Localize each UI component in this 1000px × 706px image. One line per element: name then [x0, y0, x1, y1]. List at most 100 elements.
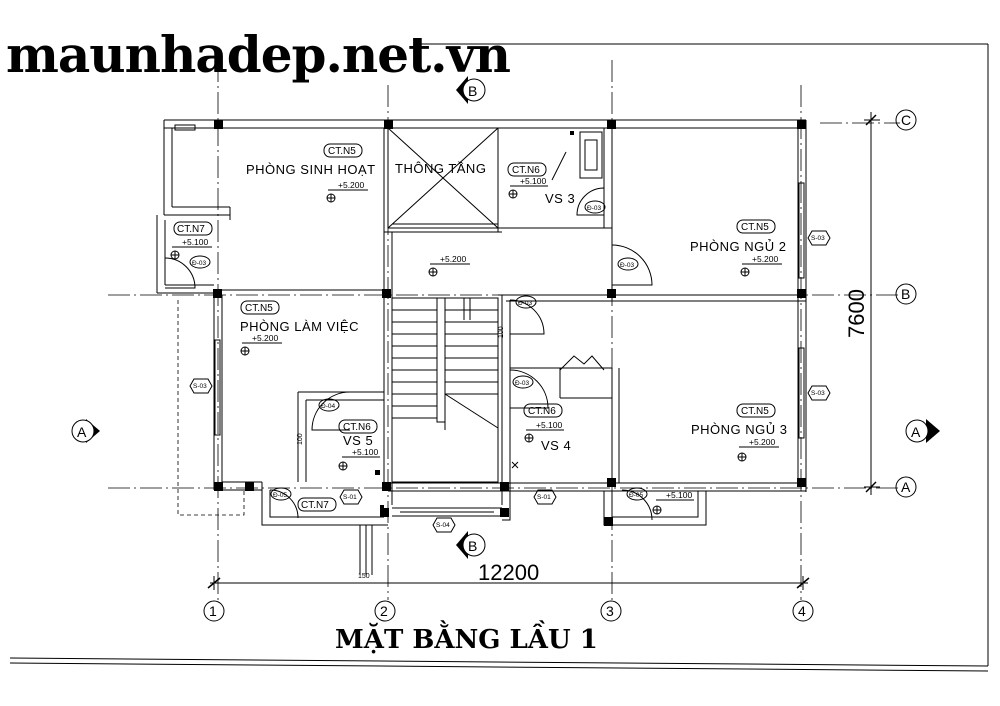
- svg-text:Đ-03: Đ-03: [192, 260, 206, 267]
- svg-text:3: 3: [606, 603, 614, 619]
- svg-text:CT.N5: CT.N5: [245, 303, 273, 314]
- svg-text:Đ-03: Đ-03: [620, 262, 634, 269]
- svg-text:+5.100: +5.100: [666, 490, 693, 500]
- door-tag: Đ-03: [617, 257, 639, 271]
- svg-text:+5.200: +5.200: [749, 437, 776, 447]
- door-tag: Đ-03: [515, 295, 537, 309]
- level-marker: +5.200: [428, 254, 470, 277]
- svg-text:S-03: S-03: [811, 235, 825, 242]
- section-mark-a-right: A: [905, 419, 940, 443]
- svg-text:+5.100: +5.100: [520, 176, 547, 186]
- room-label-phong-ngu-2: PHÒNG NGỦ 2: [690, 239, 787, 254]
- finish-tag: CT.N5: [240, 300, 280, 315]
- room-label-lam-viec: PHÒNG LÀM VIỆC: [240, 319, 359, 334]
- svg-text:CT.N6: CT.N6: [343, 422, 371, 433]
- watermark-text: maunhadep.net.vn: [6, 25, 511, 84]
- svg-text:CT.N5: CT.N5: [328, 146, 356, 157]
- svg-text:Đ-03: Đ-03: [515, 380, 529, 387]
- svg-text:Đ-03: Đ-03: [518, 300, 532, 307]
- finish-tag: CT.N5: [323, 143, 363, 158]
- door-tag: Đ-03: [189, 255, 211, 269]
- level-marker: +5.100: [170, 237, 212, 260]
- room-label-vs4: VS 4: [541, 438, 571, 453]
- axis-bubble-2: 2: [374, 600, 396, 622]
- svg-text:S-04: S-04: [436, 522, 450, 529]
- level-marker: +5.100: [652, 490, 694, 515]
- svg-text:+5.100: +5.100: [352, 447, 379, 457]
- axis-bubble-4: 4: [792, 600, 814, 622]
- svg-text:A: A: [901, 479, 911, 495]
- svg-text:CT.N7: CT.N7: [177, 224, 205, 235]
- svg-text:CT.N5: CT.N5: [741, 406, 769, 417]
- level-marker: +5.200: [240, 333, 282, 356]
- svg-text:A: A: [911, 424, 921, 440]
- finish-tag: CT.N6: [338, 419, 378, 434]
- finish-tag: CT.N7: [173, 221, 213, 236]
- svg-text:+5.200: +5.200: [752, 254, 779, 264]
- axis-bubble-A: A: [895, 476, 917, 498]
- toilet-fixtures: [375, 131, 605, 509]
- svg-text:CT.N6: CT.N6: [512, 165, 540, 176]
- dimension-depth: 7600: [844, 112, 880, 495]
- svg-text:4: 4: [798, 603, 806, 619]
- level-marker: +5.200: [740, 254, 782, 277]
- svg-text:A: A: [77, 424, 87, 440]
- room-label-vs3: VS 3: [545, 191, 575, 206]
- svg-text:C: C: [901, 112, 911, 128]
- svg-text:+5.100: +5.100: [536, 420, 563, 430]
- depth-dimension-label: 7600: [844, 289, 869, 338]
- dim-100: 100: [498, 326, 505, 338]
- finish-tag: CT.N5: [736, 219, 776, 234]
- svg-text:S-01: S-01: [537, 494, 551, 501]
- svg-text:Đ-03: Đ-03: [587, 205, 601, 212]
- level-marker: +5.100: [524, 420, 564, 443]
- axis-bubble-1: 1: [203, 600, 225, 622]
- svg-text:Đ-05: Đ-05: [273, 492, 287, 499]
- windows: [174, 124, 805, 439]
- structural-columns: [213, 120, 806, 526]
- svg-text:CT.N5: CT.N5: [741, 222, 769, 233]
- svg-text:B: B: [468, 538, 477, 554]
- room-label-vs5: VS 5: [343, 433, 373, 448]
- window-tag: S-03: [807, 385, 831, 401]
- level-marker: +5.100: [508, 176, 548, 199]
- svg-text:S-01: S-01: [343, 494, 357, 501]
- door-tag: Đ-03: [512, 375, 534, 389]
- door-tag: Đ-05: [626, 487, 648, 501]
- finish-tag: CT.N6: [507, 162, 547, 177]
- svg-text:+5.200: +5.200: [252, 333, 279, 343]
- svg-text:CT.N6: CT.N6: [528, 406, 556, 417]
- svg-text:+5.100: +5.100: [182, 237, 209, 247]
- svg-text:S-03: S-03: [811, 390, 825, 397]
- window-tag: S-01: [339, 489, 363, 505]
- walls: [156, 119, 807, 575]
- width-dimension-label: 12200: [478, 560, 539, 585]
- svg-text:S-03: S-03: [193, 383, 207, 390]
- dimension-width: 12200: [207, 560, 810, 590]
- room-label-thong-tang: THÔNG TẦNG: [395, 161, 486, 176]
- svg-text:B: B: [901, 286, 910, 302]
- axis-bubble-3: 3: [600, 600, 622, 622]
- room-label-phong-ngu-3: PHÒNG NGỦ 3: [691, 422, 788, 437]
- room-label-sinh-hoat: PHÒNG SINH HOẠT: [246, 162, 376, 177]
- axis-bubble-C: C: [895, 109, 917, 131]
- section-mark-b-bottom: B: [456, 531, 486, 559]
- sheet-border: [9, 43, 989, 672]
- window-tag: S-04: [432, 517, 456, 533]
- level-marker: +5.200: [737, 437, 779, 462]
- door-tag: Đ-03: [584, 200, 606, 214]
- svg-text:+5.200: +5.200: [440, 254, 467, 264]
- door-swings: [164, 187, 653, 521]
- svg-text:+5.200: +5.200: [338, 180, 365, 190]
- finish-tag: CT.N7: [297, 497, 337, 512]
- window-tag: S-03: [807, 230, 831, 246]
- dim-100: 100: [297, 433, 304, 445]
- window-tag: S-01: [533, 489, 557, 505]
- window-tag: S-03: [189, 378, 213, 394]
- level-marker: +5.200: [326, 180, 368, 203]
- dim-150: 150: [358, 573, 370, 580]
- svg-text:Đ-04: Đ-04: [321, 403, 335, 410]
- staircase: [391, 297, 499, 483]
- svg-text:B: B: [468, 83, 477, 99]
